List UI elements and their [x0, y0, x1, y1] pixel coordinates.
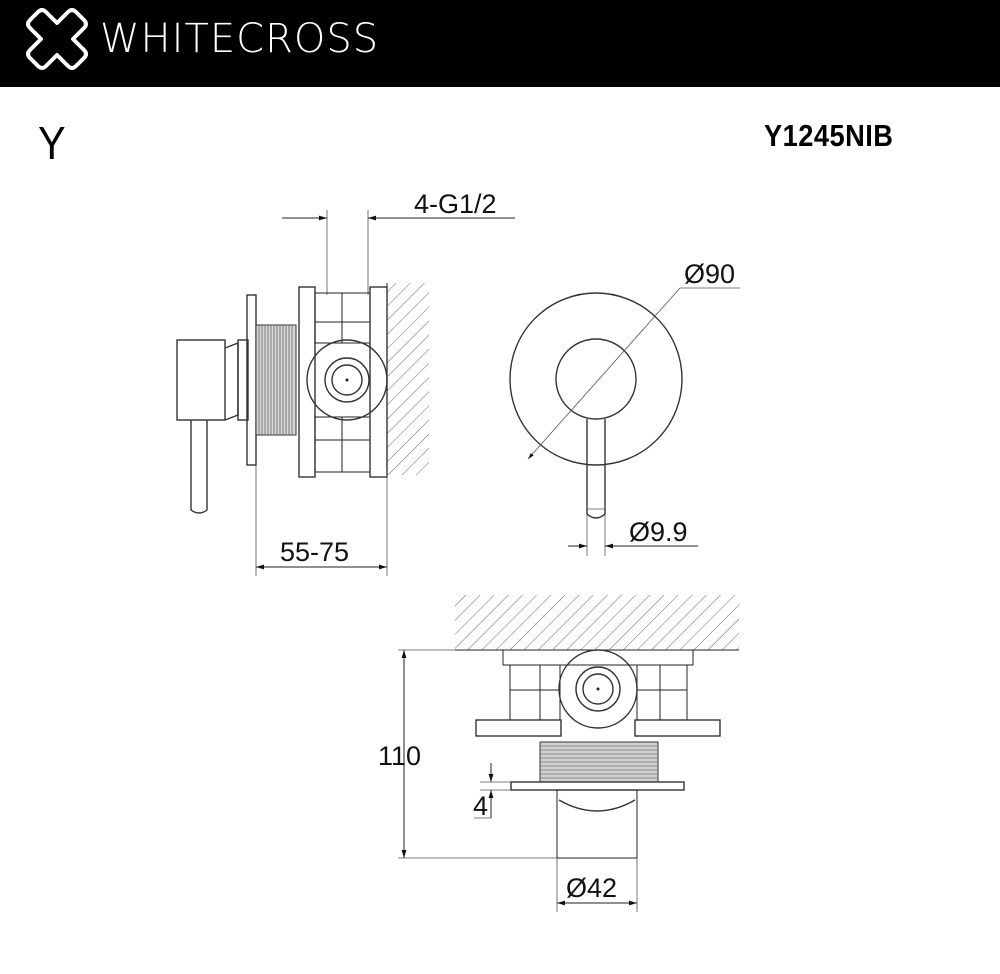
- dim-plate-diameter-label: Ø90: [684, 259, 735, 289]
- wall-hatch-top: [455, 595, 739, 650]
- top-view: 110 4 Ø42: [378, 595, 739, 912]
- cross-outline-icon: [26, 8, 88, 70]
- wall-hatch: [387, 283, 429, 475]
- model-code: Y1245NIB: [764, 118, 894, 153]
- brand-logo: WHITECROSS: [26, 8, 379, 70]
- front-view: Ø90 Ø9.9: [509, 259, 740, 556]
- brand-name: WHITECROSS: [100, 16, 380, 62]
- dim-plate-thickness-label: 4: [473, 791, 488, 821]
- series-letter: Y: [38, 117, 66, 169]
- dim-height-label: 110: [378, 741, 421, 771]
- brand-header: WHITECROSS: [0, 0, 1000, 87]
- side-view: 4-G1/2 55: [176, 189, 515, 576]
- dim-inlet-label: 4-G1/2: [414, 189, 497, 219]
- dim-body-diameter-label: Ø42: [566, 873, 617, 903]
- dim-handle-diameter-label: Ø9.9: [629, 517, 688, 547]
- dim-depth-label: 55-75: [280, 537, 349, 567]
